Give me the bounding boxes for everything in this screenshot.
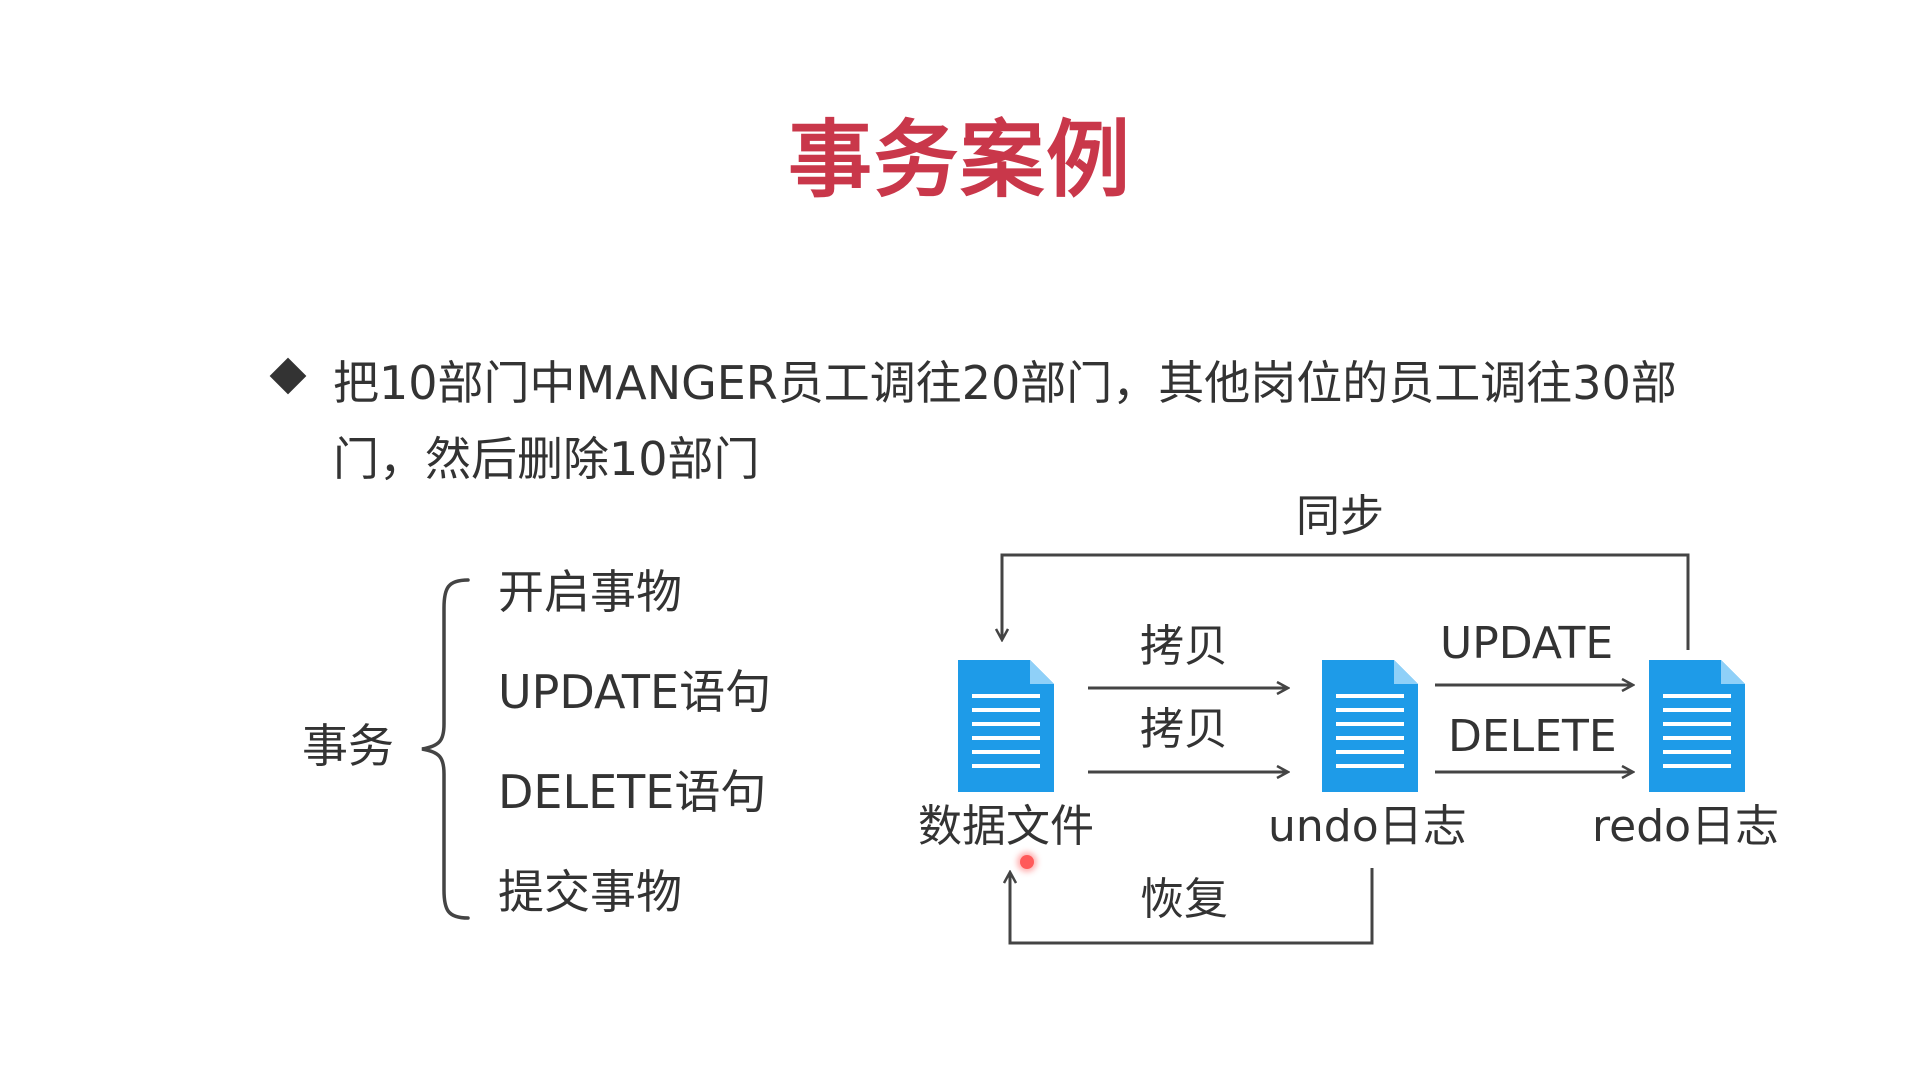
node-data-file: 数据文件 <box>918 801 1094 852</box>
copy-label-bottom: 拷贝 <box>1140 704 1228 755</box>
document-icon <box>958 660 1054 792</box>
cursor-pointer-icon <box>1020 855 1034 869</box>
brace-icon <box>421 578 470 920</box>
bullet-line-2: 门，然后删除10部门 <box>333 432 760 486</box>
document-icon <box>1322 660 1418 792</box>
bullet-text: 把10部门中MANGER员工调往20部门，其他岗位的员工调往30部 门，然后删除… <box>333 345 1753 497</box>
node-redo-log: redo日志 <box>1592 801 1780 852</box>
step-commit-transaction: 提交事物 <box>498 865 682 919</box>
delete-label: DELETE <box>1448 711 1617 762</box>
copy-label-top: 拷贝 <box>1140 621 1228 672</box>
bullet-line-1: 把10部门中MANGER员工调往20部门，其他岗位的员工调往30部 <box>333 356 1677 410</box>
restore-arrow <box>1010 868 1374 945</box>
restore-label: 恢复 <box>1140 874 1228 925</box>
document-icon <box>1649 660 1745 792</box>
update-label: UPDATE <box>1440 618 1614 669</box>
step-begin-transaction: 开启事物 <box>498 565 682 619</box>
sync-label: 同步 <box>1296 491 1384 542</box>
step-update-statement: UPDATE语句 <box>498 665 772 719</box>
step-delete-statement: DELETE语句 <box>498 765 767 819</box>
transaction-label: 事务 <box>302 719 394 773</box>
node-undo-log: undo日志 <box>1268 801 1467 852</box>
sync-arrow <box>1002 553 1690 650</box>
page-title: 事务案例 <box>787 111 1132 209</box>
